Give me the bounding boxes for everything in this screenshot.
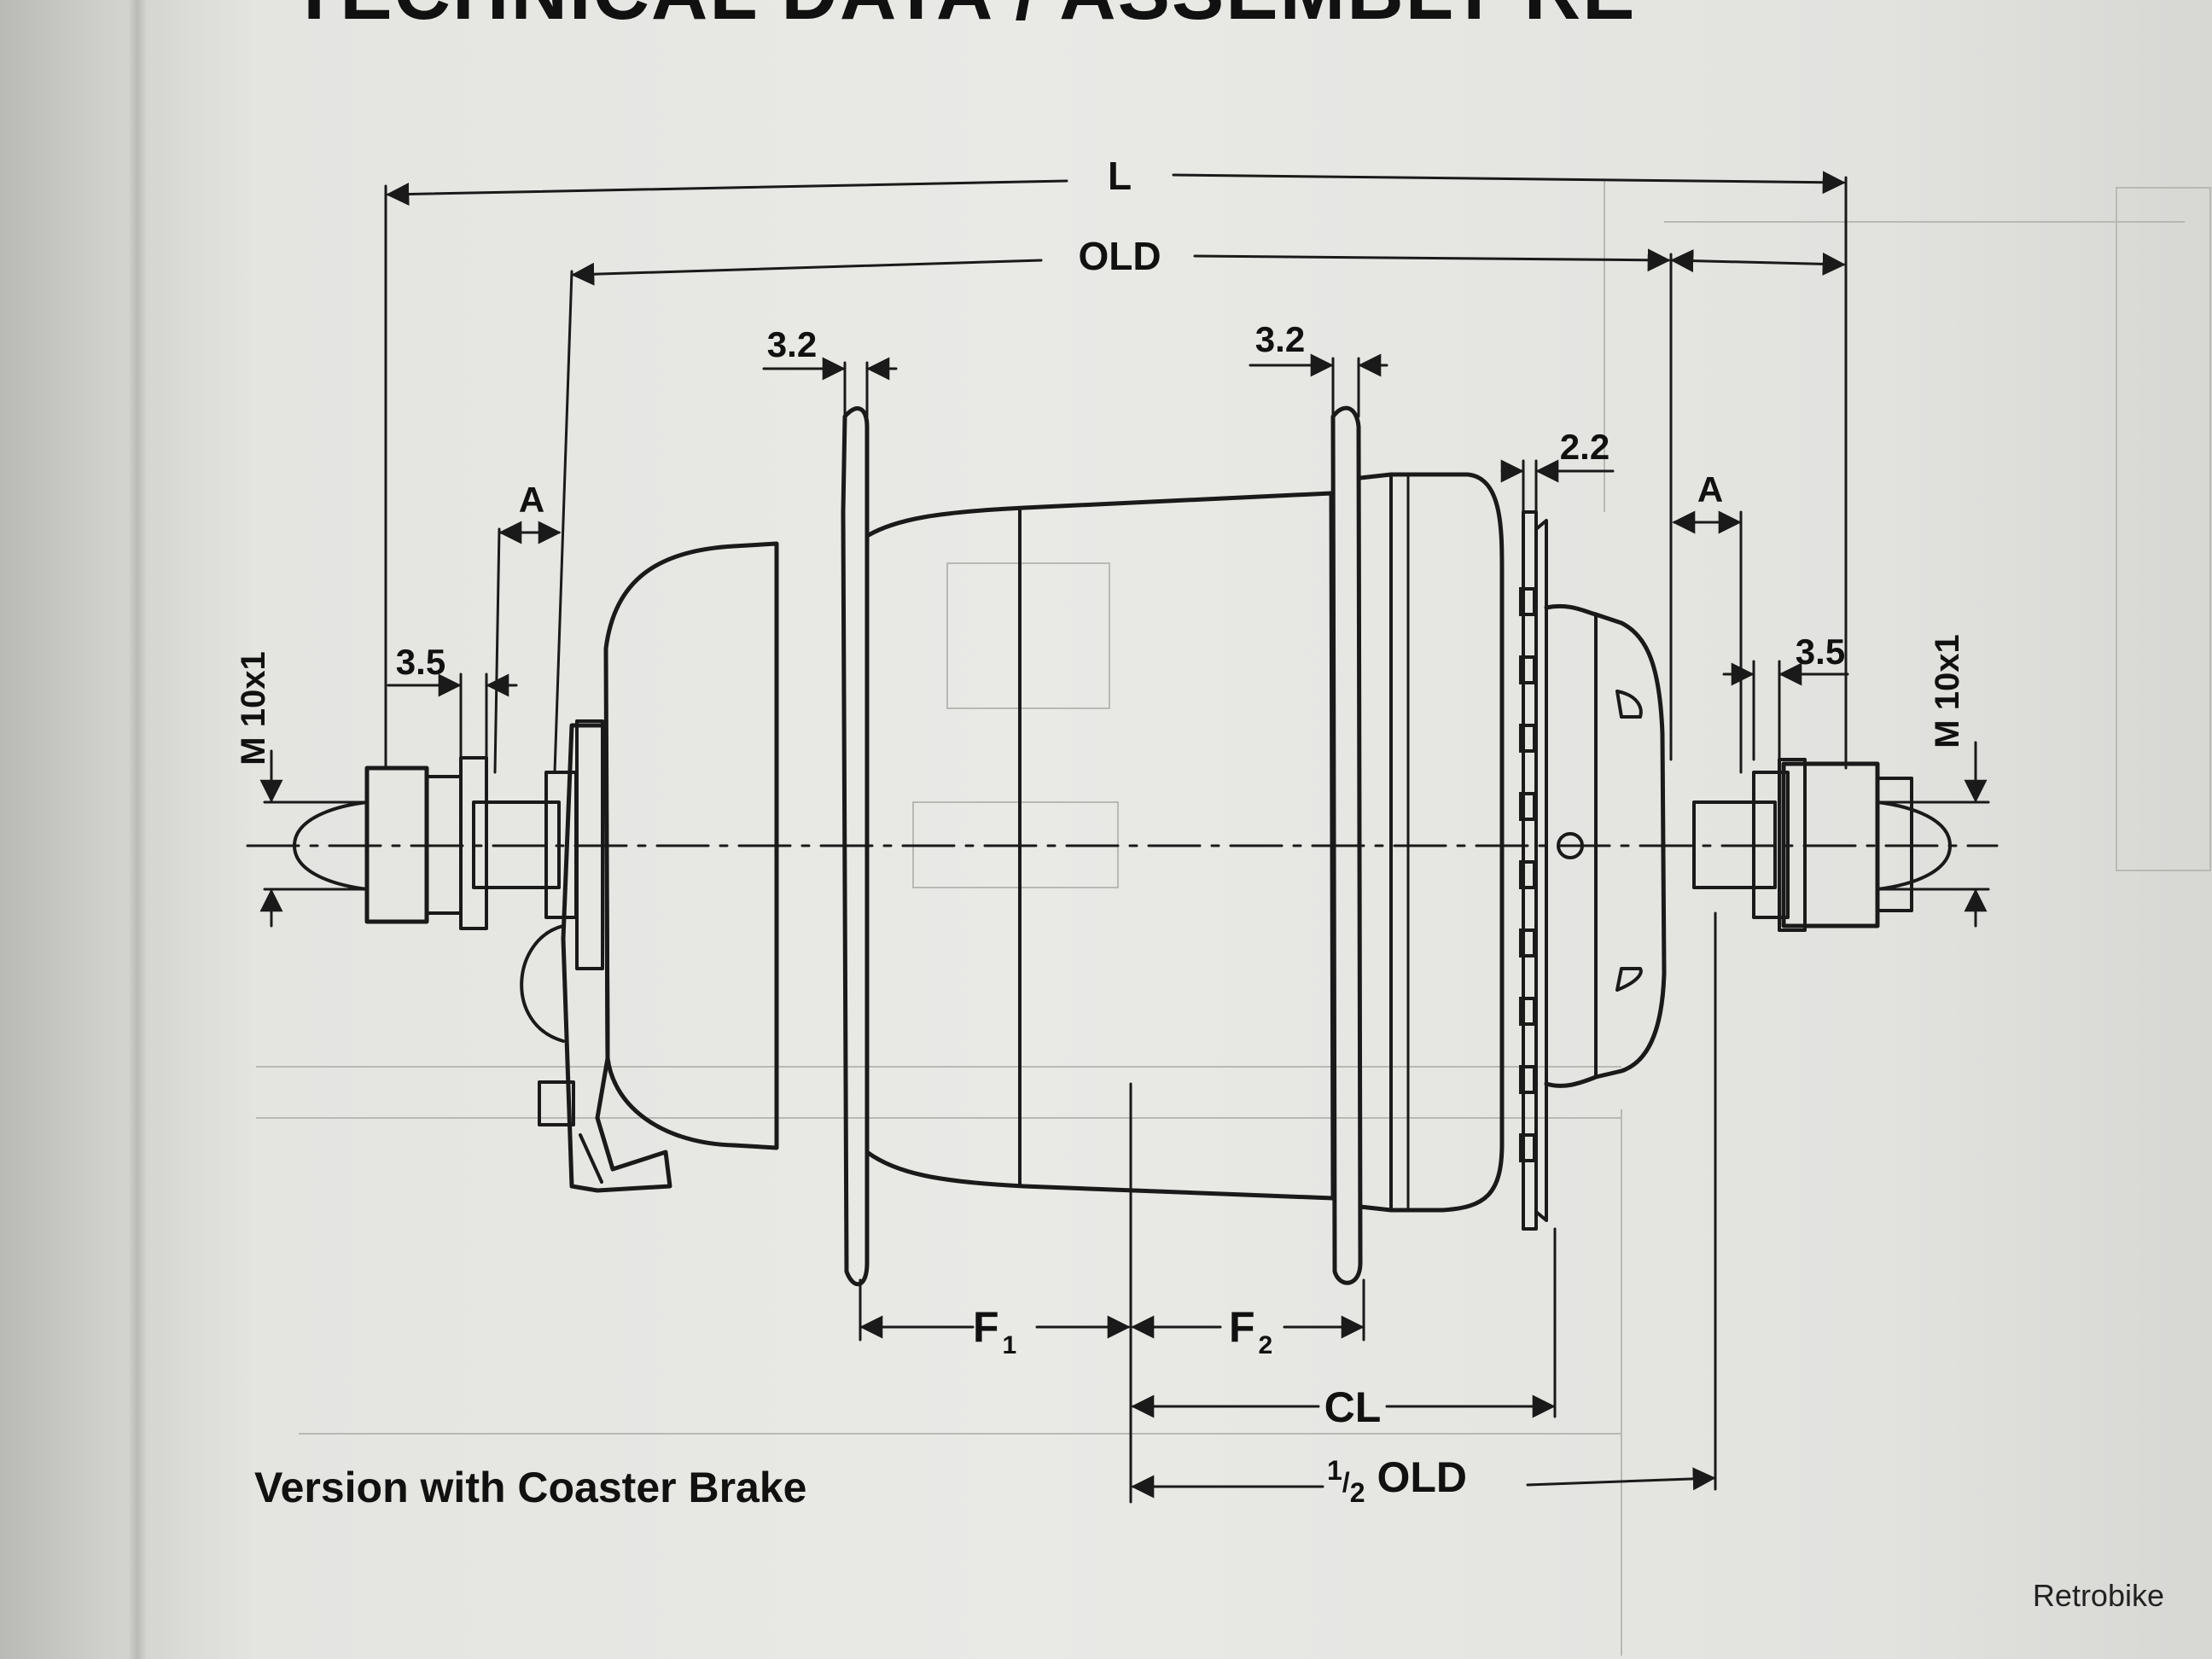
label-sprocket-width: 2.2 <box>1560 427 1610 467</box>
left-flange <box>841 406 870 1287</box>
dimension-lines <box>259 171 1990 1504</box>
driver-housing <box>1358 472 1505 1213</box>
right-axle <box>1692 758 1952 932</box>
dimension-labels: L OLD 3.2 3.2 2.2 A A 3.5 3.5 M 10x1 M 1… <box>235 154 1966 1508</box>
bleed-through-marks <box>256 179 2211 1656</box>
label-spacing-right: A <box>1697 469 1723 509</box>
page-fold-shadow <box>128 0 147 1659</box>
label-flange-width-left: 3.2 <box>767 324 817 364</box>
header-title: TECHNICAL DATA / ASSEMBLY RE <box>290 0 1637 36</box>
label-washer-right: 3.5 <box>1796 632 1845 672</box>
sprocket <box>1519 510 1667 1231</box>
label-l: L <box>1108 154 1132 198</box>
right-flange <box>1330 405 1363 1285</box>
label-spacing-left: A <box>519 480 544 520</box>
left-axle <box>293 756 578 930</box>
hub-body <box>246 405 1999 1287</box>
label-flange-width-right: 3.2 <box>1255 319 1305 359</box>
label-washer-left: 3.5 <box>396 642 445 682</box>
diagram-caption: Version with Coaster Brake <box>254 1464 806 1511</box>
label-thread-right: M 10x1 <box>1929 634 1966 748</box>
watermark: Retrobike <box>2033 1578 2164 1613</box>
label-thread-left: M 10x1 <box>235 651 272 765</box>
label-old: OLD <box>1078 234 1161 278</box>
label-cl: CL <box>1324 1383 1382 1431</box>
brake-arm <box>561 723 672 1193</box>
